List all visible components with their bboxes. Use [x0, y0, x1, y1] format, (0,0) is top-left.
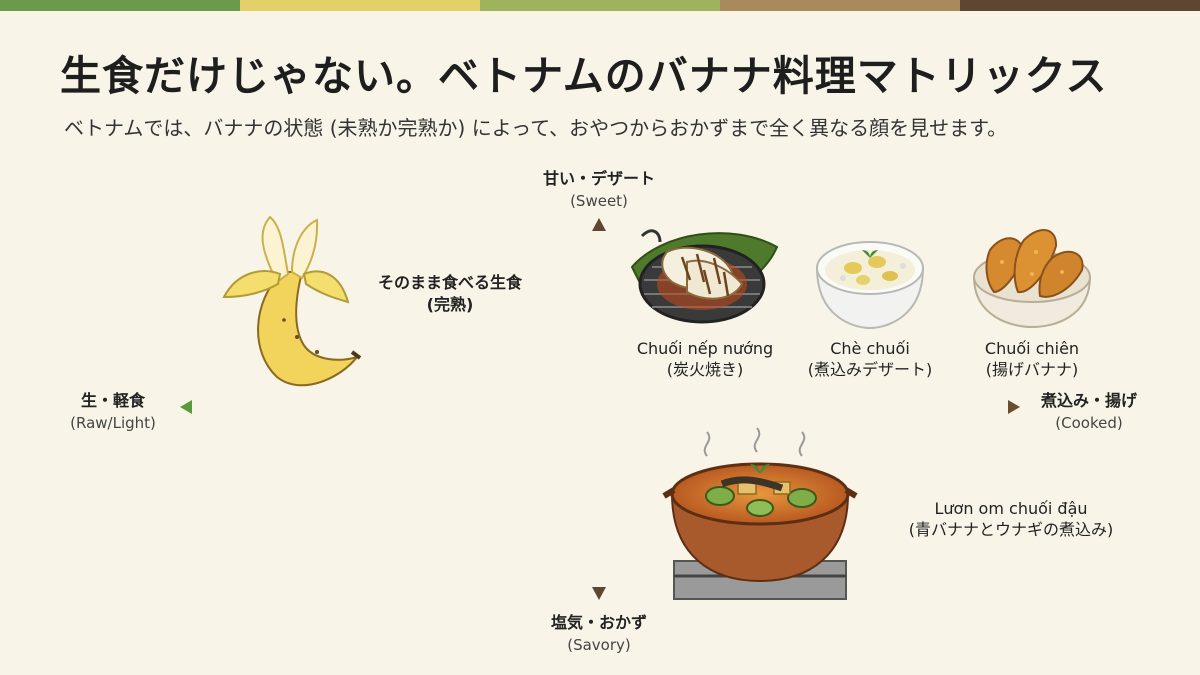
- item-label-che: Chè chuối (煮込みデザート): [790, 338, 950, 380]
- grilled-banana-icon: [630, 229, 779, 324]
- dessert-bowl-icon: [815, 241, 925, 330]
- item-eel-sub: (青バナナとウナギの煮込み): [908, 520, 1114, 539]
- top-bar-segment-4: [720, 0, 960, 11]
- axis-label-left-en: (Raw/Light): [70, 414, 156, 432]
- axis-label-top: 甘い・デザート (Sweet): [499, 168, 699, 212]
- item-grilled-sub: (炭火焼き): [666, 360, 744, 379]
- axis-label-bottom-en: (Savory): [567, 636, 631, 654]
- item-fried-name: Chuối chiên: [984, 339, 1080, 358]
- item-label-raw: そのまま食べる生食 (完熟): [350, 272, 550, 316]
- item-grilled-name: Chuối nếp nướng: [636, 339, 774, 358]
- top-bar-segment-2: [240, 0, 480, 11]
- item-fried-sub: (揚げバナナ): [985, 360, 1079, 379]
- clay-pot-icon: [662, 427, 858, 600]
- item-eel-name: Lươn om chuối đậu: [934, 499, 1088, 518]
- item-raw-sub: (完熟): [426, 295, 474, 314]
- axis-label-top-ja: 甘い・デザート: [542, 169, 655, 188]
- axis-label-bottom: 塩気・おかず (Savory): [499, 612, 699, 656]
- page-title: 生食だけじゃない。ベトナムのバナナ料理マトリックス: [60, 52, 1108, 100]
- fried-banana-icon: [972, 229, 1092, 329]
- item-raw-name: そのまま食べる生食: [377, 273, 522, 292]
- top-bar-segment-3: [480, 0, 720, 11]
- down-arrow-icon: [592, 587, 606, 600]
- top-bar-segment-5: [960, 0, 1200, 11]
- axis-label-left: 生・軽食 (Raw/Light): [48, 390, 178, 434]
- item-che-sub: (煮込みデザート): [807, 360, 933, 379]
- left-arrow-icon: [180, 400, 192, 414]
- axis-label-right-en: (Cooked): [1055, 414, 1123, 432]
- axis-label-right-ja: 煮込み・揚げ: [1040, 391, 1137, 410]
- page-subtitle: ベトナムでは、バナナの状態 (未熟か完熟か) によって、おやつからおかずまで全く…: [64, 116, 1008, 140]
- item-label-fried: Chuối chiên (揚げバナナ): [962, 338, 1102, 380]
- item-label-grilled: Chuối nếp nướng (炭火焼き): [620, 338, 790, 380]
- top-color-bar: [0, 0, 1200, 11]
- item-label-eel: Lươn om chuối đậu (青バナナとウナギの煮込み): [876, 498, 1146, 540]
- axis-label-left-ja: 生・軽食: [80, 391, 145, 410]
- top-bar-segment-1: [0, 0, 240, 11]
- up-arrow-icon: [592, 218, 606, 231]
- vertical-axis: [592, 218, 606, 600]
- axis-label-right: 煮込み・揚げ (Cooked): [1024, 390, 1154, 434]
- axis-label-bottom-ja: 塩気・おかず: [550, 613, 647, 632]
- item-che-name: Chè chuối: [830, 339, 910, 358]
- banana-icon: [222, 215, 362, 387]
- axis-label-top-en: (Sweet): [570, 192, 628, 210]
- right-arrow-icon: [1008, 400, 1020, 414]
